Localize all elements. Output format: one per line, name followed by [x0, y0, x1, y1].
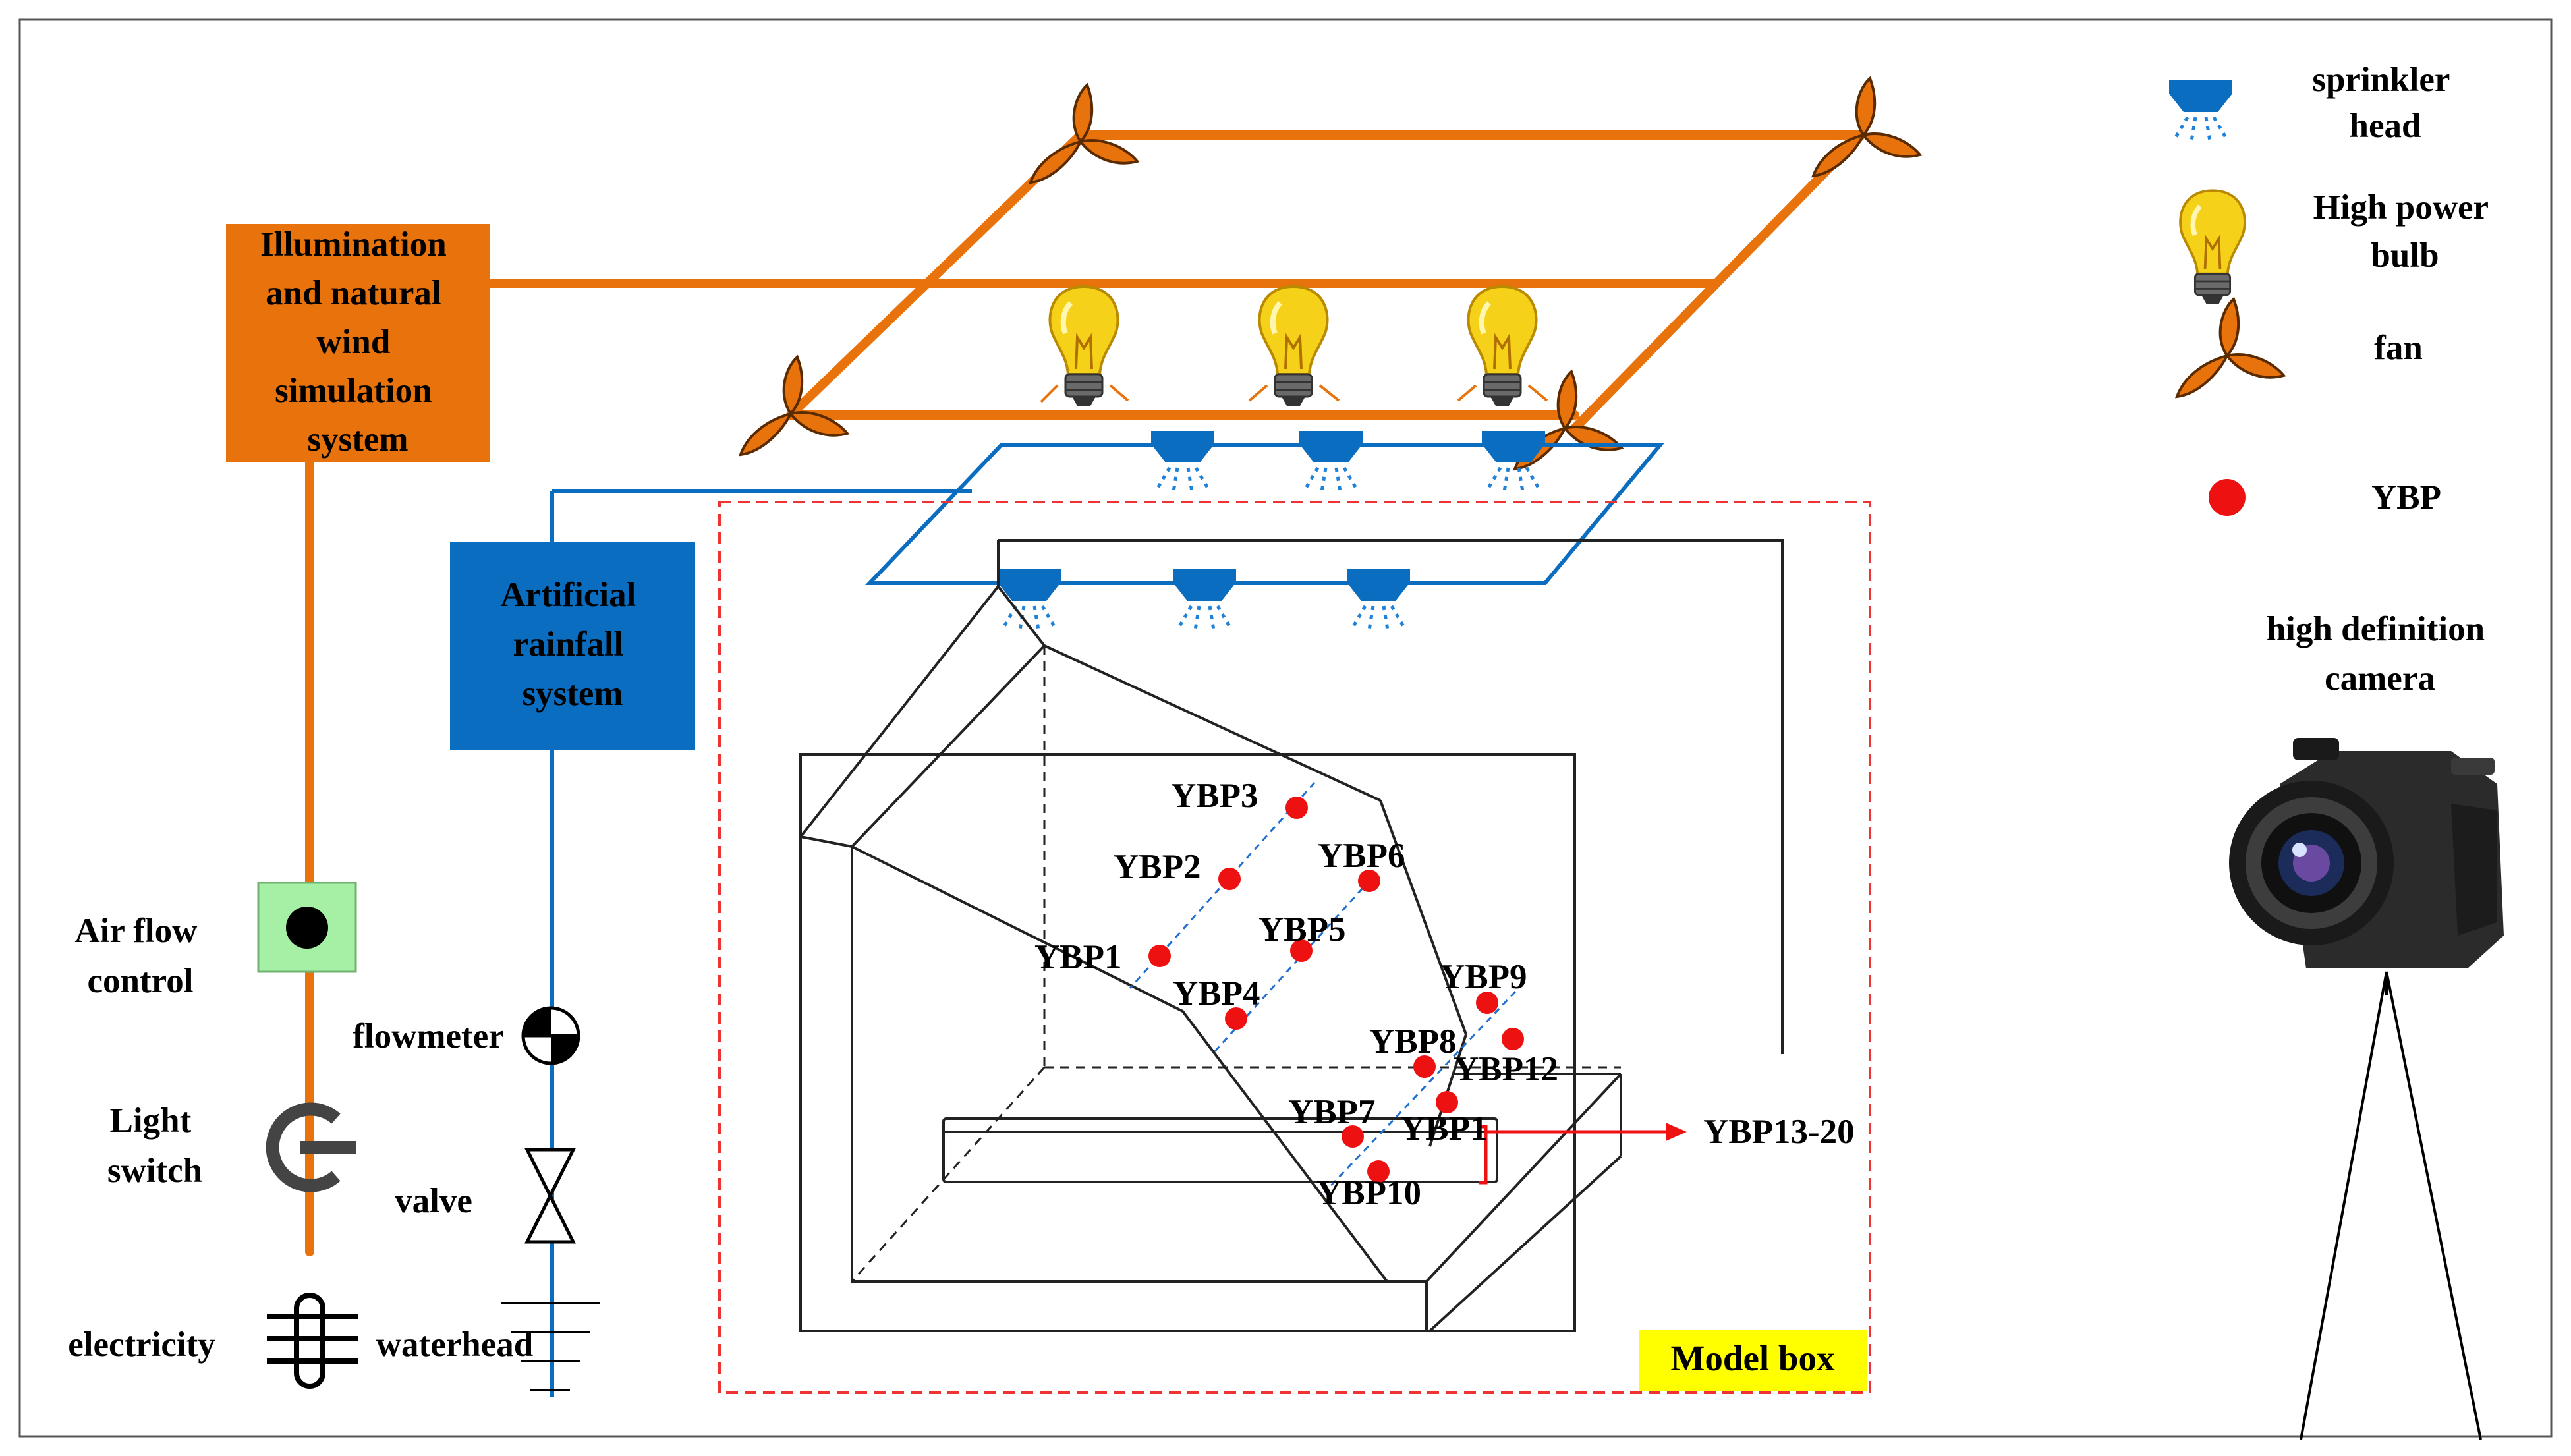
ybp-label: YBP7: [1288, 1093, 1376, 1131]
ybp-labels: YBP3 YBP2 YBP1 YBP6 YBP5 YBP4 YBP9 YBP8 …: [1034, 777, 1855, 1212]
sprinkler-head-icon: [1347, 569, 1410, 630]
legend-sprinkler-label: sprinkler head: [2312, 61, 2458, 145]
electricity-plug-icon: [267, 1293, 358, 1389]
illumination-wind-system-box: [226, 224, 490, 462]
legend-fan-icon: [2176, 298, 2285, 398]
ybp-label: YBP3: [1171, 777, 1258, 815]
ybp-point: [1358, 870, 1380, 892]
tripod: [2300, 971, 2482, 1440]
ybp-label: YBP9: [1440, 958, 1527, 996]
air-flow-control-label: Air flow control: [74, 912, 206, 1000]
ybp-point: [1218, 868, 1241, 890]
high-power-bulb-icon: [1248, 287, 1340, 406]
fan-icon: [1812, 77, 1921, 177]
wind-light-frame: [305, 130, 1866, 1256]
ybp-point: [1286, 797, 1308, 819]
ybp-label: YBP4: [1173, 974, 1260, 1013]
air-flow-control-knob: [286, 907, 328, 949]
sprinkler-head-icon: [1299, 431, 1363, 491]
ybp-point: [1476, 992, 1498, 1014]
ybp-label: YBP2: [1114, 848, 1201, 886]
ybp-point: [1502, 1028, 1524, 1050]
ybp-point: [1342, 1125, 1364, 1148]
legend-bulb-label: High power bulb: [2313, 188, 2497, 275]
high-power-bulb-icon: [1457, 287, 1548, 406]
valve-icon: [524, 1148, 577, 1244]
ybp-point: [1436, 1091, 1458, 1113]
flowmeter-label: flowmeter: [353, 1017, 504, 1055]
waterhead-icon: [501, 1302, 600, 1391]
ybp-label: YBP12: [1454, 1050, 1558, 1088]
flowmeter-icon: [521, 1006, 580, 1065]
light-switch-label: Light switch: [107, 1102, 202, 1190]
model-box-boundary: [718, 501, 1871, 1394]
ybp-label: YBP1: [1400, 1109, 1488, 1148]
rainfall-pipes: [550, 443, 1665, 1397]
ybp-points: [1148, 797, 1524, 1183]
ybp-label: YBP13-20: [1703, 1113, 1855, 1151]
model-box-label: Model box: [1670, 1338, 1835, 1378]
ybp-label: YBP5: [1258, 910, 1346, 949]
figure-frame: [18, 18, 2553, 1438]
sprinkler-head-icon: [1151, 431, 1214, 491]
ybp-point: [1290, 939, 1313, 962]
electricity-label: electricity: [68, 1326, 215, 1364]
legend-sprinkler-head-icon: [2169, 80, 2232, 141]
light-switch-icon: [266, 1102, 356, 1192]
ybp-point: [1413, 1055, 1436, 1078]
arrow-head-icon: [1666, 1123, 1687, 1141]
camera-icon: [2229, 738, 2504, 968]
ybp-label: YBP8: [1369, 1022, 1457, 1061]
rainfall-system-label: Artificial rainfall system: [500, 576, 644, 713]
ybp-point: [1148, 945, 1171, 967]
high-power-bulb-icon: [1040, 287, 1129, 406]
model-box-label-bg: [1639, 1330, 1867, 1391]
ybp-point: [1367, 1160, 1390, 1183]
legend-ybp-label: YBP: [2371, 478, 2441, 517]
waterhead-label: waterhead: [376, 1326, 533, 1364]
illumination-system-label: Illumination and natural wind simulation…: [260, 225, 455, 459]
model-box-hidden-edges: [851, 646, 1621, 1283]
legend-ybp-marker: [2209, 479, 2246, 516]
artificial-rainfall-system-box: [450, 542, 695, 750]
valve-label: valve: [395, 1182, 472, 1220]
ybp-label: YBP1: [1034, 938, 1122, 976]
sprinkler-head-icon: [1173, 569, 1236, 630]
legend-fan-label: fan: [2374, 329, 2423, 367]
ybp-label: YBP10: [1316, 1174, 1421, 1212]
legend-bulb-icon: [2180, 190, 2245, 304]
legend-camera-label: high definition camera: [2267, 610, 2494, 698]
ybp-label: YBP6: [1318, 837, 1405, 875]
ybp13-20-pointer: [1479, 1125, 1667, 1185]
ybp-point: [1225, 1007, 1247, 1030]
